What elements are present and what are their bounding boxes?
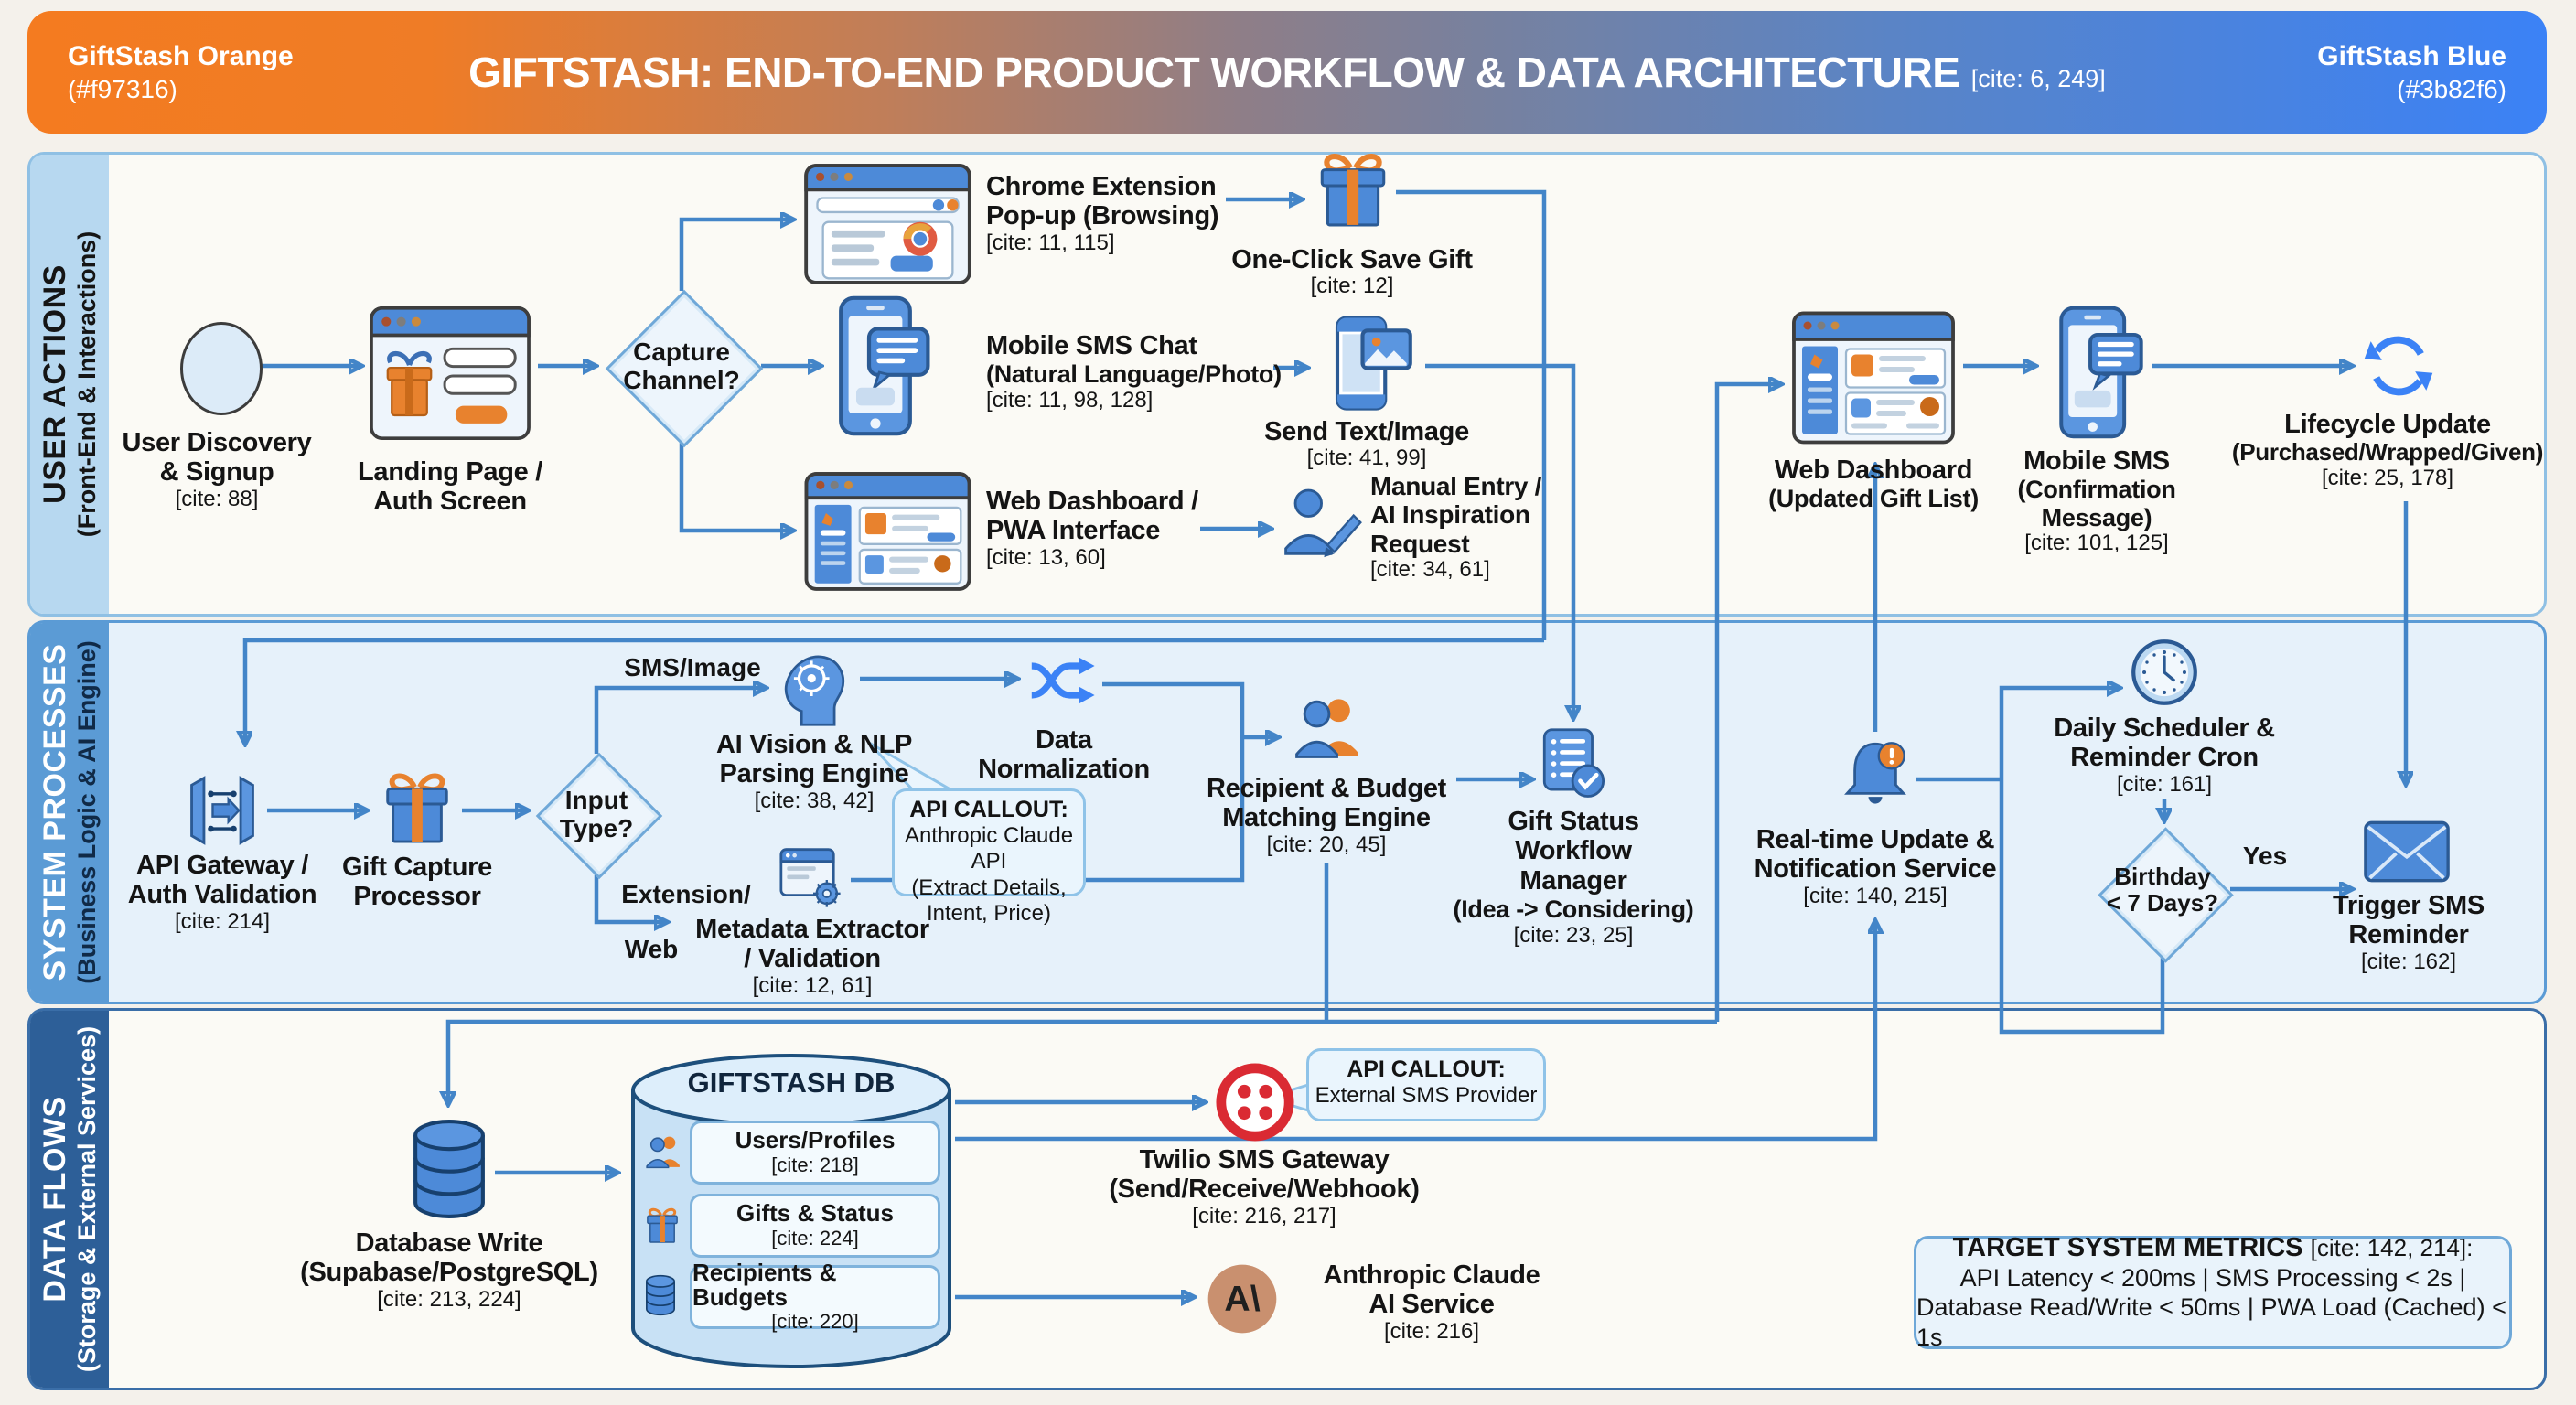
mobile-chat-phone-icon — [831, 289, 933, 447]
manual-entry-label: Manual Entry / AI Inspiration Request [c… — [1370, 472, 1542, 583]
api-gateway-icon — [183, 771, 262, 854]
database-write-label: Database Write (Supabase/PostgreSQL) [ci… — [300, 1228, 598, 1312]
gift-capture-label: Gift Capture Processor — [342, 853, 492, 912]
title-cite: [cite: 6, 249] — [1970, 65, 2106, 92]
user-discovery-label: User Discovery & Signup [cite: 88] — [122, 428, 312, 511]
sms-provider-callout: API CALLOUT: External SMS Provider — [1306, 1048, 1546, 1121]
edge-label-extension: Extension/ — [621, 880, 751, 908]
metrics-title: TARGET SYSTEM METRICS — [1952, 1232, 2303, 1262]
recipient-people-icon — [1288, 692, 1367, 764]
mobile-sms-confirmation-label: Mobile SMS (Confirmation Message) [cite:… — [2017, 446, 2176, 555]
db-row-users: Users/Profiles [cite: 218] — [642, 1121, 940, 1185]
input-type-label: Input Type? — [559, 786, 634, 842]
db-row-gifts: Gifts & Status [cite: 224] — [642, 1194, 940, 1258]
metrics-cite: [cite: 142, 214]: — [2310, 1233, 2474, 1261]
lifecycle-update-label: Lifecycle Update (Purchased/Wrapped/Give… — [2231, 410, 2544, 490]
twilio-icon — [1215, 1062, 1295, 1147]
manual-entry-person-icon — [1279, 485, 1366, 570]
giftstash-db-title: GIFTSTASH DB — [687, 1067, 896, 1099]
scheduler-label: Daily Scheduler & Reminder Cron [cite: 1… — [2054, 713, 2275, 797]
gift-icon — [642, 1203, 684, 1249]
lane-system-processes: SYSTEM PROCESSES (Business Logic & AI En… — [27, 620, 2547, 1004]
confirmation-phone-icon — [2049, 294, 2146, 456]
svg-text:A\: A\ — [1224, 1280, 1260, 1319]
lane-system-processes-strip — [30, 623, 109, 1002]
notification-bell-icon — [1837, 733, 1914, 818]
send-text-image-icon — [1317, 313, 1418, 418]
brand-orange-hex: (#f97316) — [68, 75, 177, 104]
brand-blue-name: GiftStash Blue — [2317, 40, 2506, 71]
lane-data-flows-strip — [30, 1011, 109, 1388]
data-normalization-label: Data Normalization — [978, 725, 1150, 785]
page-title: GIFTSTASH: END-TO-END PRODUCT WORKFLOW &… — [468, 48, 2106, 96]
one-click-save-label: One-Click Save Gift [cite: 12] — [1231, 245, 1473, 299]
capture-channel-label: Capture Channel? — [623, 338, 740, 394]
edge-label-yes: Yes — [2242, 842, 2288, 870]
updated-dashboard-label: Web Dashboard (Updated Gift List) — [1768, 456, 1979, 513]
chrome-extension-window-icon — [803, 163, 972, 290]
gift-status-label: Gift Status Workflow Manager (Idea -> Co… — [1453, 807, 1694, 948]
gift-capture-icon — [377, 763, 457, 852]
metadata-extractor-label: Metadata Extractor / Validation [cite: 1… — [695, 915, 929, 998]
gift-status-checklist-icon — [1539, 726, 1608, 808]
mobile-sms-chat-label: Mobile SMS Chat (Natural Language/Photo)… — [986, 331, 1282, 413]
trigger-sms-label: Trigger SMS Reminder [cite: 162] — [2333, 891, 2485, 974]
header-banner: GiftStash Orange (#f97316) GIFTSTASH: EN… — [27, 11, 2547, 134]
database-icon — [642, 1274, 684, 1321]
twilio-label: Twilio SMS Gateway (Send/Receive/Webhook… — [1109, 1145, 1420, 1228]
ai-vision-label: AI Vision & NLP Parsing Engine [cite: 38… — [715, 730, 913, 813]
edge-label-web: Web — [624, 935, 679, 963]
web-dashboard-window-icon — [803, 471, 972, 596]
db-row-recipients: Recipients & Budgets [cite: 220] — [642, 1260, 940, 1333]
brand-blue-label: GiftStash Blue (#3b82f6) — [2164, 39, 2547, 106]
save-gift-icon — [1311, 143, 1395, 235]
database-write-cylinder-icon — [405, 1118, 493, 1225]
send-text-image-label: Send Text/Image [cite: 41, 99] — [1264, 417, 1469, 471]
anthropic-icon: A\ — [1204, 1260, 1281, 1342]
scheduler-clock-icon — [2130, 638, 2199, 712]
people-icon — [642, 1132, 684, 1174]
updated-dashboard-window-icon — [1791, 310, 1956, 450]
lane-user-actions-strip — [30, 155, 109, 614]
target-metrics-box: TARGET SYSTEM METRICS [cite: 142, 214]: … — [1914, 1232, 2512, 1351]
lifecycle-refresh-icon — [2363, 329, 2434, 407]
brand-orange-name: GiftStash Orange — [68, 40, 294, 71]
claude-api-callout: API CALLOUT: Anthropic Claude API (Extra… — [892, 788, 1086, 926]
recipient-matching-label: Recipient & Budget Matching Engine [cite… — [1206, 774, 1447, 857]
api-gateway-label: API Gateway / Auth Validation [cite: 214… — [127, 851, 317, 934]
shuffle-icon — [1027, 648, 1100, 718]
sms-envelope-icon — [2363, 820, 2451, 888]
start-terminator — [180, 322, 263, 415]
brand-blue-hex: (#3b82f6) — [2397, 75, 2506, 104]
metrics-line-2: Database Read/Write < 50ms | PWA Load (C… — [1916, 1293, 2506, 1351]
metrics-line-1: API Latency < 200ms | SMS Processing < 2… — [1959, 1263, 2466, 1292]
landing-page-window-icon — [369, 302, 531, 449]
landing-page-label: Landing Page / Auth Screen — [357, 457, 543, 517]
chrome-extension-label: Chrome Extension Pop-up (Browsing) [cite… — [986, 172, 1219, 255]
ai-head-icon — [776, 643, 853, 732]
brand-orange-label: GiftStash Orange (#f97316) — [27, 39, 410, 106]
web-dashboard-pwa-label: Web Dashboard / PWA Interface [cite: 13,… — [986, 487, 1198, 570]
giftstash-db-cylinder: GIFTSTASH DB Users/Profiles [cite: 218] — [629, 1052, 953, 1372]
anthropic-label: Anthropic Claude AI Service [cite: 216] — [1323, 1260, 1540, 1344]
birthday-label: Birthday < 7 Days? — [2106, 863, 2219, 917]
edge-label-sms-image: SMS/Image — [624, 653, 761, 681]
realtime-service-label: Real-time Update & Notification Service … — [1754, 825, 1997, 908]
metadata-window-gear-icon — [779, 847, 847, 917]
